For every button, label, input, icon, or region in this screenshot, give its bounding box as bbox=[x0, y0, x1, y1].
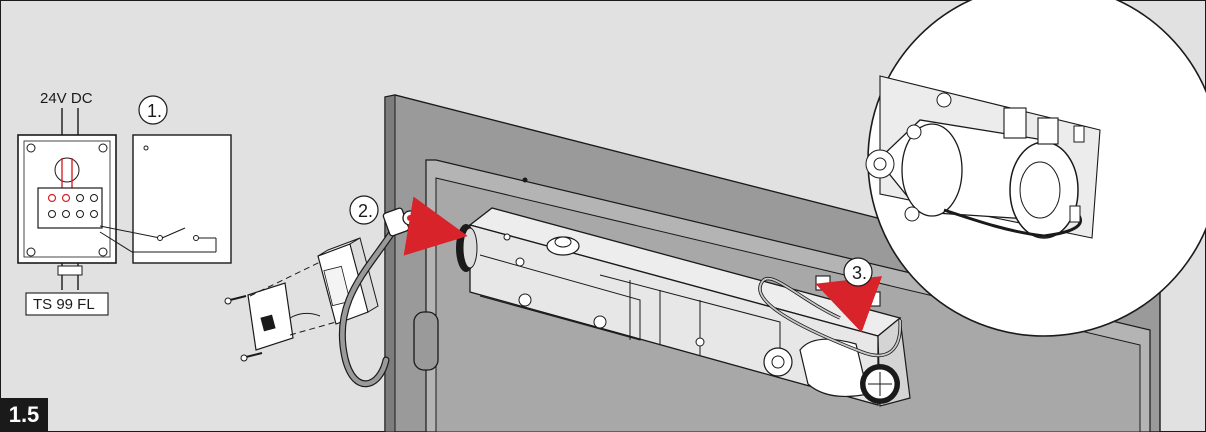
step-1-label: 1. bbox=[147, 101, 162, 121]
voltage-label: 24V DC bbox=[40, 90, 93, 107]
switch-panel bbox=[99, 134, 232, 264]
step-3-label: 3. bbox=[852, 263, 867, 283]
wall-switch-assembly bbox=[224, 237, 379, 362]
junction-box bbox=[17, 108, 117, 290]
step-2-circle bbox=[349, 195, 379, 225]
step-2-label: 2. bbox=[358, 201, 373, 221]
arrow-plug-insert bbox=[403, 196, 468, 256]
detail-zoom bbox=[865, 0, 1206, 337]
door-closer bbox=[456, 207, 911, 407]
model-tag bbox=[25, 292, 109, 316]
step-1-circle bbox=[138, 95, 168, 125]
step-3-circle bbox=[843, 257, 873, 287]
figure-number-badge: 1.5 bbox=[0, 398, 48, 432]
model-label: TS 99 FL bbox=[33, 296, 95, 313]
arrow-connector-insert bbox=[815, 276, 883, 333]
